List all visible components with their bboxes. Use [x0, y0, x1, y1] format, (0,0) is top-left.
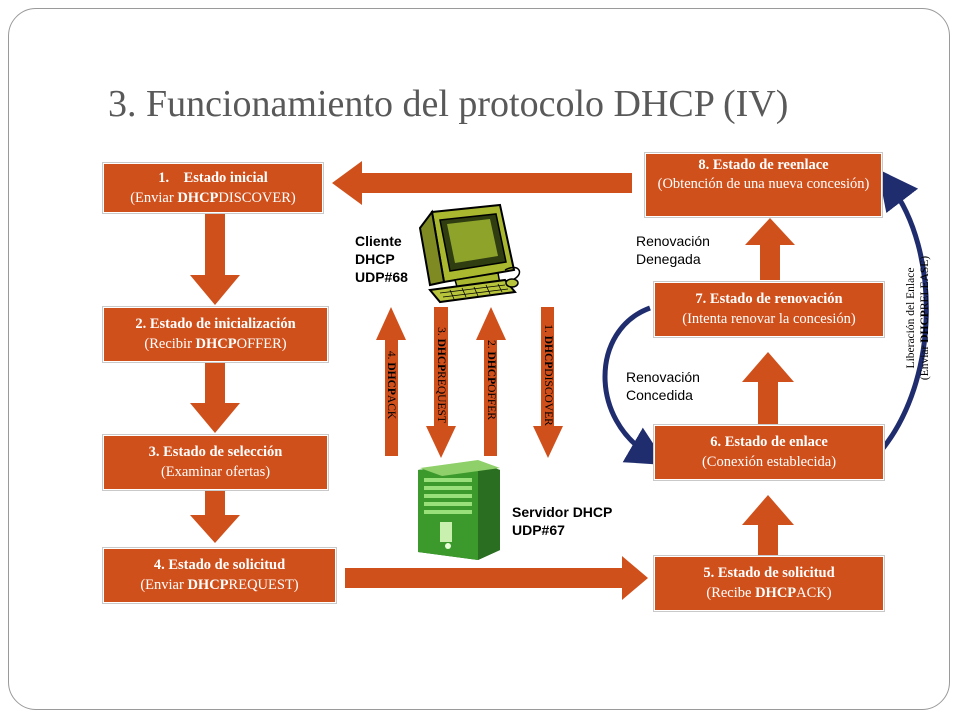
release-pre: (Enviar [919, 342, 931, 381]
renewal-granted-line-2: Concedida [626, 387, 693, 403]
msg-4-num: 4. [385, 350, 397, 363]
state-5-desc-bold: DHCP [755, 585, 797, 601]
state-3-box: 3. Estado de selección (Examinar ofertas… [103, 435, 328, 490]
state-5-desc: (Recibe [706, 585, 756, 601]
msg-label-1: 1. DHCPDISCOVER [542, 324, 554, 426]
state-1-desc-end: DISCOVER) [218, 190, 296, 206]
release-label-line-2: (Enviar DHCPRELEASE) [918, 256, 932, 380]
state-5-title: 5. Estado de solicitud [703, 565, 835, 581]
arrow-3-to-4 [190, 490, 240, 543]
client-label: Cliente DHCP UDP#68 [355, 232, 408, 286]
curve-renewal-granted [602, 305, 668, 466]
renewal-denied-line-1: Renovación [636, 233, 710, 249]
state-3-desc: (Examinar ofertas) [160, 464, 271, 480]
state-6-box: 6. Estado de enlace (Conexión establecid… [654, 425, 884, 480]
msg-4-bold: DHCP [385, 362, 397, 395]
state-4-desc-bold: DHCP [187, 577, 229, 593]
release-label: Liberación del Enlace (Enviar DHCPRELEAS… [904, 256, 932, 380]
state-6-title: 6. Estado de enlace [710, 434, 828, 450]
state-6-desc: (Conexión establecida) [701, 454, 837, 470]
state-1-desc-bold: DHCP [177, 190, 219, 206]
renewal-granted-line-1: Renovación [626, 369, 700, 385]
state-8-box: 8. Estado de reenlace (Obtención de una … [645, 153, 882, 217]
renewal-granted-label: Renovación Concedida [626, 368, 700, 404]
arrow-5-to-6 [742, 495, 794, 560]
msg-label-3: 3. DHCPREQUEST [435, 327, 447, 423]
release-label-line-1: Liberación del Enlace [905, 267, 917, 369]
state-8-title: 8. Estado de reenlace [698, 157, 829, 173]
server-label-line-2: UDP#67 [512, 522, 565, 538]
state-3-title: 3. Estado de selección [148, 444, 283, 460]
msg-3-bold: DHCP [435, 338, 447, 372]
curve-renewal-denied [877, 169, 929, 454]
release-bold: DHCP [919, 310, 931, 343]
arrow-4-to-5 [345, 556, 648, 600]
arrow-1-to-2 [190, 212, 240, 305]
msg-2-bold: DHCP [485, 351, 497, 385]
state-7-desc: (Intenta renovar la concesión) [682, 311, 856, 327]
state-2-desc: (Recibir [144, 336, 196, 352]
arrow-8-to-1 [332, 161, 632, 205]
release-post: RELEASE) [919, 255, 931, 311]
renewal-denied-label: Renovación Denegada [636, 232, 710, 268]
page-title: 3. Funcionamiento del protocolo DHCP (IV… [108, 83, 789, 125]
client-label-line-1: Cliente [355, 233, 402, 249]
slide-frame [8, 8, 950, 710]
msg-1-num: 1. [542, 324, 554, 336]
state-4-title: 4. Estado de solicitud [153, 557, 286, 573]
msg-4-rest: ACK [385, 394, 397, 420]
state-2-title: 2. Estado de inicialización [135, 316, 296, 332]
client-label-line-2: DHCP [355, 251, 395, 267]
msg-1-rest: DISCOVER [542, 368, 554, 426]
state-4-desc-end: REQUEST) [228, 577, 299, 593]
state-2-box: 2. Estado de inicialización (Recibir DHC… [103, 307, 328, 362]
state-7-box: 7. Estado de renovación (Intenta renovar… [654, 282, 884, 337]
state-5-box: 5. Estado de solicitud (Recibe DHCPACK) [654, 556, 884, 611]
state-4-desc: (Enviar [140, 577, 188, 593]
msg-label-4: 4. DHCPACK [385, 350, 397, 420]
state-8-desc: (Obtención de una nueva concesión) [657, 176, 870, 192]
state-2-desc-end: OFFER) [236, 336, 287, 352]
arrow-7-to-8 [745, 218, 795, 280]
msg-3-rest: REQUEST [435, 371, 447, 423]
renewal-denied-line-2: Denegada [636, 251, 701, 267]
server-label: Servidor DHCP UDP#67 [512, 503, 612, 539]
msg-label-2: 2. DHCPOFFER [485, 340, 497, 420]
msg-3-num: 3. [435, 327, 447, 339]
state-1-desc: (Enviar [130, 190, 178, 206]
arrow-6-to-7 [742, 352, 794, 424]
msg-2-rest: OFFER [485, 384, 497, 420]
state-5-desc-end: ACK) [796, 585, 832, 601]
server-label-line-1: Servidor DHCP [512, 504, 613, 520]
client-label-line-3: UDP#68 [355, 269, 408, 285]
state-4-box: 4. Estado de solicitud (Enviar DHCPREQUE… [103, 548, 336, 603]
msg-1-bold: DHCP [542, 335, 554, 369]
state-2-desc-bold: DHCP [195, 336, 237, 352]
arrow-2-to-3 [190, 360, 240, 433]
state-1-title: 1. Estado inicial [158, 170, 268, 186]
state-1-box: 1. Estado inicial (Enviar DHCPDISCOVER) [103, 163, 323, 213]
state-7-title: 7. Estado de renovación [695, 291, 843, 307]
msg-2-num: 2. [485, 340, 497, 352]
